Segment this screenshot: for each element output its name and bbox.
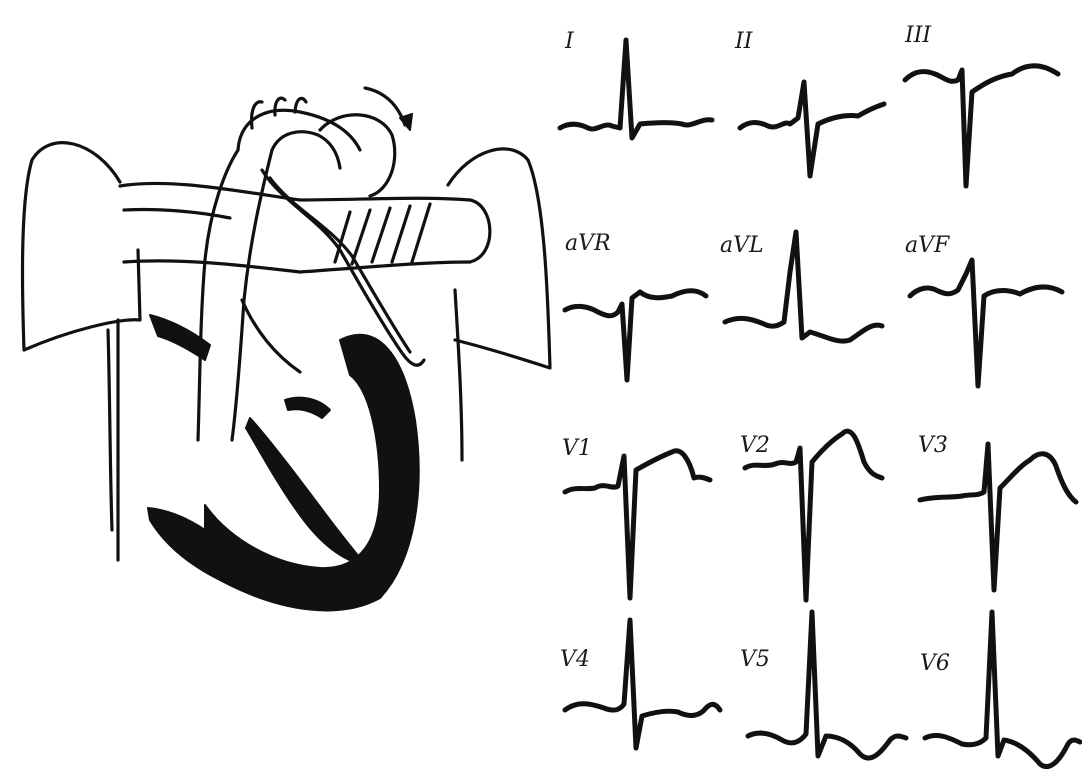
arrow-arc [365,88,405,125]
arrow-head [400,114,412,130]
pulmonary-artery-right-cap [470,200,490,262]
lead-label-II: II [734,29,754,54]
aortic-arch-inner [272,132,340,168]
ecg-trace-aVF [910,260,1062,386]
lead-label-V3: V3 [918,433,948,458]
lead-label-V4: V4 [560,647,590,672]
right-lung-outline [448,149,550,368]
ventricle-inner-line [242,300,300,372]
lead-label-V5: V5 [740,647,770,672]
svc-line-inner [108,330,112,530]
ecg-grid: I II III aVR aVL aVF V1 V2 V3 V4 V5 V6 [560,23,1080,767]
lead-label-I: I [564,29,575,54]
lead-label-III: III [904,23,932,48]
septum-wall [246,418,365,565]
ecg-trace-II [740,82,884,176]
left-lung-outline [22,143,140,350]
lead-label-aVR: aVR [565,231,611,256]
lead-label-V2: V2 [740,433,770,458]
ecg-trace-I [560,40,712,138]
ecg-trace-III [905,66,1058,186]
lead-label-aVF: aVF [905,233,950,258]
lead-label-V1: V1 [562,436,592,461]
ecg-trace-V6 [925,612,1080,767]
ecg-trace-V3 [920,444,1076,590]
lead-label-aVL: aVL [720,233,764,258]
ductus-loop [320,115,395,196]
ecg-trace-aVR [565,291,706,380]
heart-illustration [22,88,550,610]
pericardium-right [455,290,462,460]
pulmonary-artery-lower-edge [124,261,470,272]
ecg-trace-V1 [565,451,710,598]
ecg-trace-V4 [565,620,720,748]
lead-label-V6: V6 [920,651,950,676]
aorta-left-edge [198,150,238,440]
pulmonary-artery-upper-edge [120,183,470,200]
atrial-wall-2 [285,398,330,418]
ecg-trace-V5 [748,612,906,758]
